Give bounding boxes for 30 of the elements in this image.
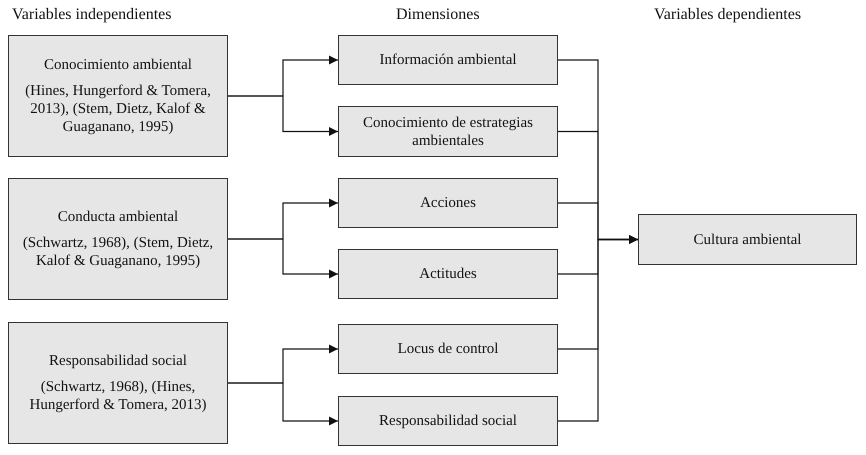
box-heading: Responsabilidad social xyxy=(379,412,517,430)
citation-text: (Schwartz, 1968), (Stem, Dietz, Kalof & Guaganano, 1995) xyxy=(22,234,214,270)
process-box xyxy=(338,324,558,374)
process-box xyxy=(338,178,558,228)
process-box xyxy=(8,35,228,157)
box-heading: Acciones xyxy=(420,194,476,212)
arrow xyxy=(228,95,338,136)
box-heading: Conocimiento ambiental xyxy=(44,56,192,74)
process-box xyxy=(338,106,558,157)
column-heading: Variables independientes xyxy=(12,6,172,24)
box-heading: Locus de control xyxy=(398,340,498,358)
process-box xyxy=(338,249,558,299)
arrow xyxy=(228,238,338,278)
citation-text: (Hines, Hungerford & Tomera, 2013), (Stem, Dietz, Kalof & Guaganano, 1995) xyxy=(24,82,212,136)
process-box xyxy=(8,178,228,300)
process-box xyxy=(638,214,857,265)
arrow xyxy=(558,235,638,422)
column-heading: Dimensiones xyxy=(396,6,480,24)
box-heading: Cultura ambiental xyxy=(694,230,802,248)
process-box xyxy=(338,35,558,85)
arrow xyxy=(228,382,338,426)
box-heading: Responsabilidad social xyxy=(49,352,187,370)
box-heading: Información ambiental xyxy=(379,51,517,69)
process-box xyxy=(338,396,558,446)
box-heading: Actitudes xyxy=(419,265,477,283)
box-heading: Conocimiento de estrategias ambientales xyxy=(362,114,534,150)
citation-text: (Schwartz, 1968), (Hines, Hungerford & Tomera, 2013) xyxy=(28,378,208,414)
box-heading: Conducta ambiental xyxy=(58,208,178,226)
process-box xyxy=(8,322,228,444)
column-heading: Variables dependientes xyxy=(654,6,802,24)
